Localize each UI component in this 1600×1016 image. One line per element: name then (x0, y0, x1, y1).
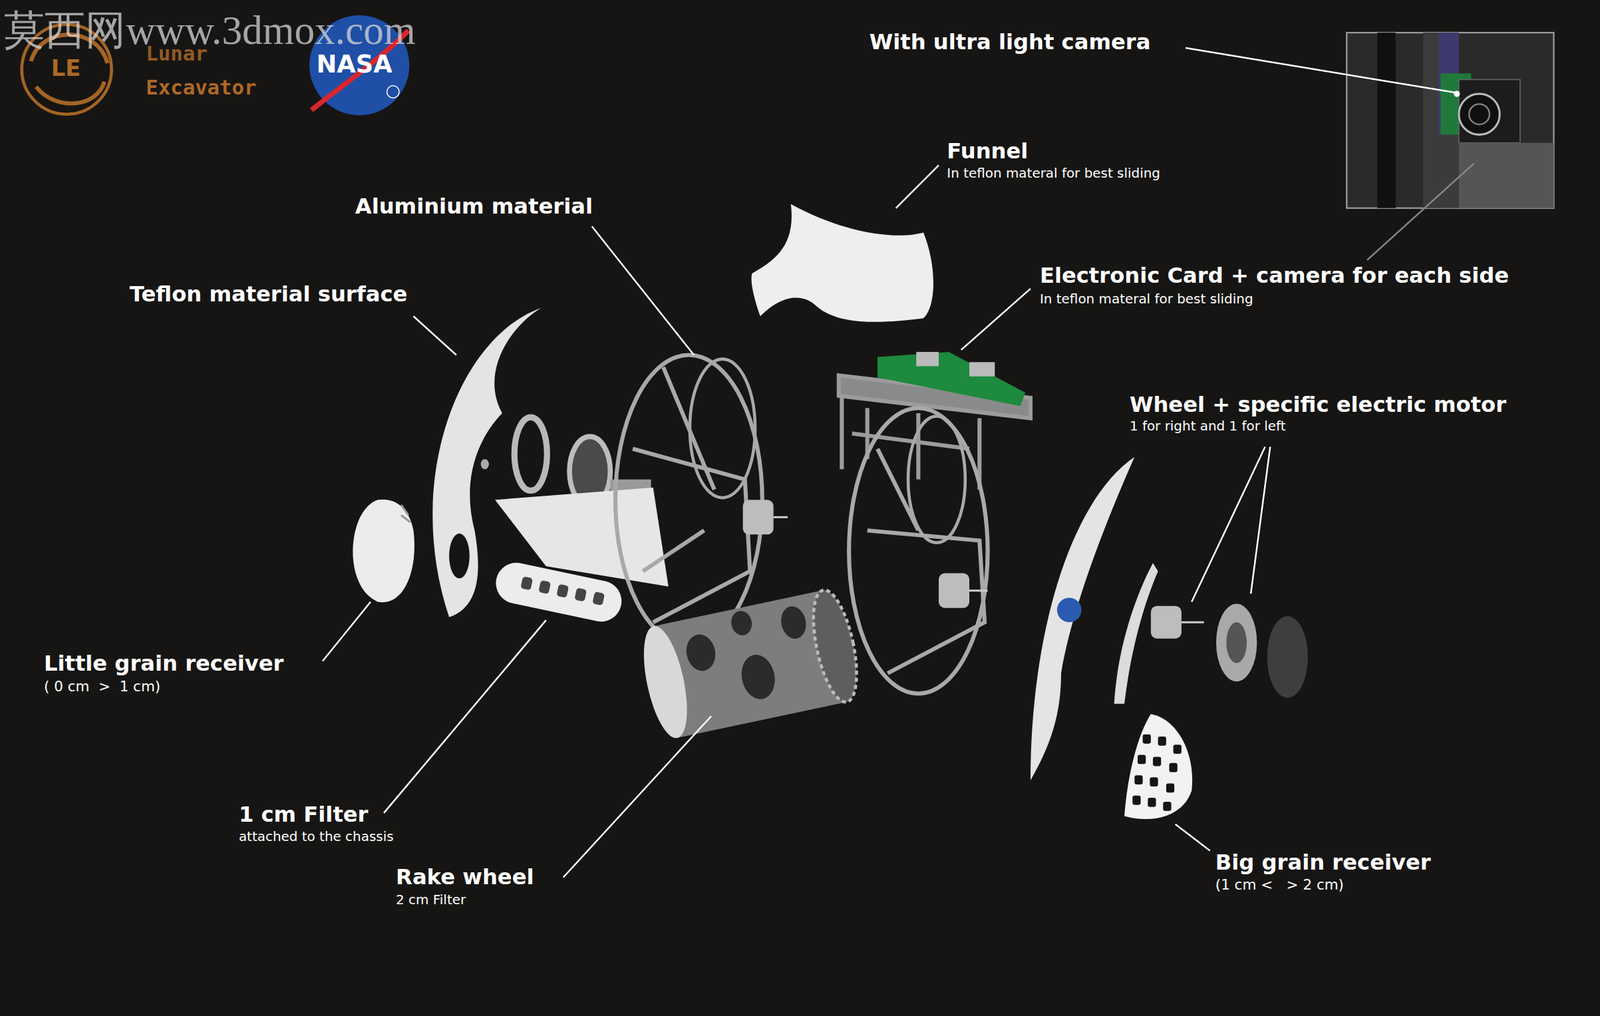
big-grain-receiver (1124, 713, 1193, 819)
part-note: attached to the chassis (238, 829, 394, 845)
motor (938, 573, 988, 609)
logo-text: Excavator (145, 76, 257, 100)
logo-text: Lunar (145, 42, 207, 66)
part-label: Electronic Card + camera for each side (1039, 264, 1509, 288)
motor (743, 499, 788, 535)
teflon-plate-right (1030, 457, 1159, 781)
aluminium-frame-right (848, 407, 988, 694)
logo-text: LE (51, 55, 82, 81)
part-label: 1 cm Filter (238, 802, 369, 827)
part-label: With ultra light camera (869, 30, 1151, 54)
logo-text: NASA (316, 51, 392, 78)
part-label: Little grain receiver (43, 651, 285, 676)
part-label: Big grain receiver (1215, 850, 1432, 875)
dimension: (1 cm < > 2 cm) (1215, 876, 1344, 893)
dimension: ( 0 cm > 1 cm) (43, 678, 161, 695)
filter-tube (492, 558, 626, 626)
rake-wheel (635, 586, 865, 742)
wheel-motor (1150, 604, 1308, 698)
part-label: Funnel (946, 139, 1028, 163)
little-grain-receiver (352, 499, 415, 603)
funnel (751, 204, 934, 322)
part-label: Teflon material surface (129, 282, 408, 307)
part-label: Rake wheel (395, 865, 534, 889)
camera-inset (1346, 32, 1554, 209)
part-label: Aluminium material (355, 194, 593, 219)
part-note: 1 for right and 1 for left (1129, 419, 1286, 434)
part-note: In teflon materal for best sliding (1039, 292, 1254, 307)
electronic-card (877, 351, 1026, 406)
watermark: 莫西网www.3dmox.com (3, 7, 416, 53)
part-label: Wheel + specific electric motor (1129, 393, 1507, 417)
leader-lines (322, 47, 1475, 877)
part-note: In teflon materal for best sliding (946, 166, 1161, 181)
part-note: 2 cm Filter (395, 892, 466, 908)
aluminium-frame-left (615, 355, 763, 645)
